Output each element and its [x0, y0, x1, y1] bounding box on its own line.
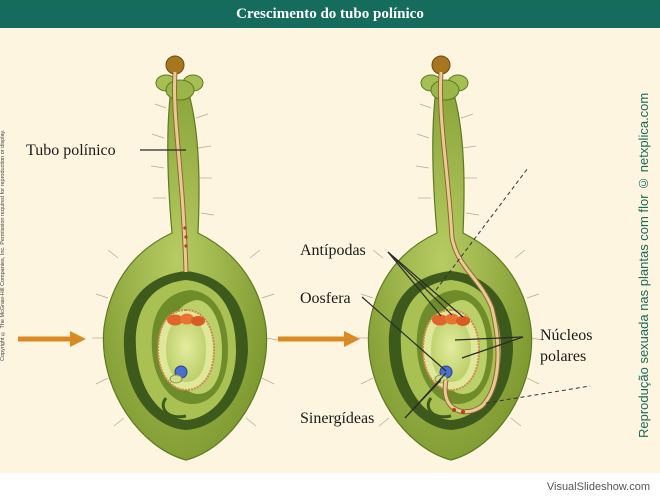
- ovule-right: [357, 55, 591, 461]
- label-polares: polares: [540, 348, 586, 365]
- pollen-grain-left: [165, 55, 185, 75]
- label-sinergideas: Sinergídeas: [300, 410, 374, 427]
- label-antipodas: Antípodas: [300, 242, 366, 259]
- hairs-left: [92, 103, 279, 427]
- sidebar-caption: Reprodução sexuada nas plantas com flor …: [636, 92, 651, 438]
- ovule-left: [92, 55, 279, 461]
- pollen-grain-right: [431, 55, 451, 75]
- footer-watermark: VisualSlideshow.com: [546, 481, 650, 493]
- arrow-left: [18, 331, 86, 347]
- title: Crescimento do tubo polínico: [236, 5, 424, 22]
- label-tubo-polinico: Tubo polínico: [26, 142, 116, 159]
- leader-lines: [140, 149, 524, 419]
- diagram-stage: Tubo polínico Antípodas Oosfera Núcleos …: [0, 28, 660, 473]
- copyright-note: Copyright © The McGraw-Hill Companies, I…: [0, 129, 6, 361]
- label-nucleos: Núcleos: [540, 327, 592, 344]
- hairs-right: [357, 103, 544, 427]
- label-oosfera: Oosfera: [300, 290, 351, 307]
- ovule-diagram: Tubo polínico Antípodas Oosfera Núcleos …: [18, 55, 592, 461]
- title-bar: Crescimento do tubo polínico: [0, 0, 660, 28]
- arrow-middle: [278, 331, 360, 347]
